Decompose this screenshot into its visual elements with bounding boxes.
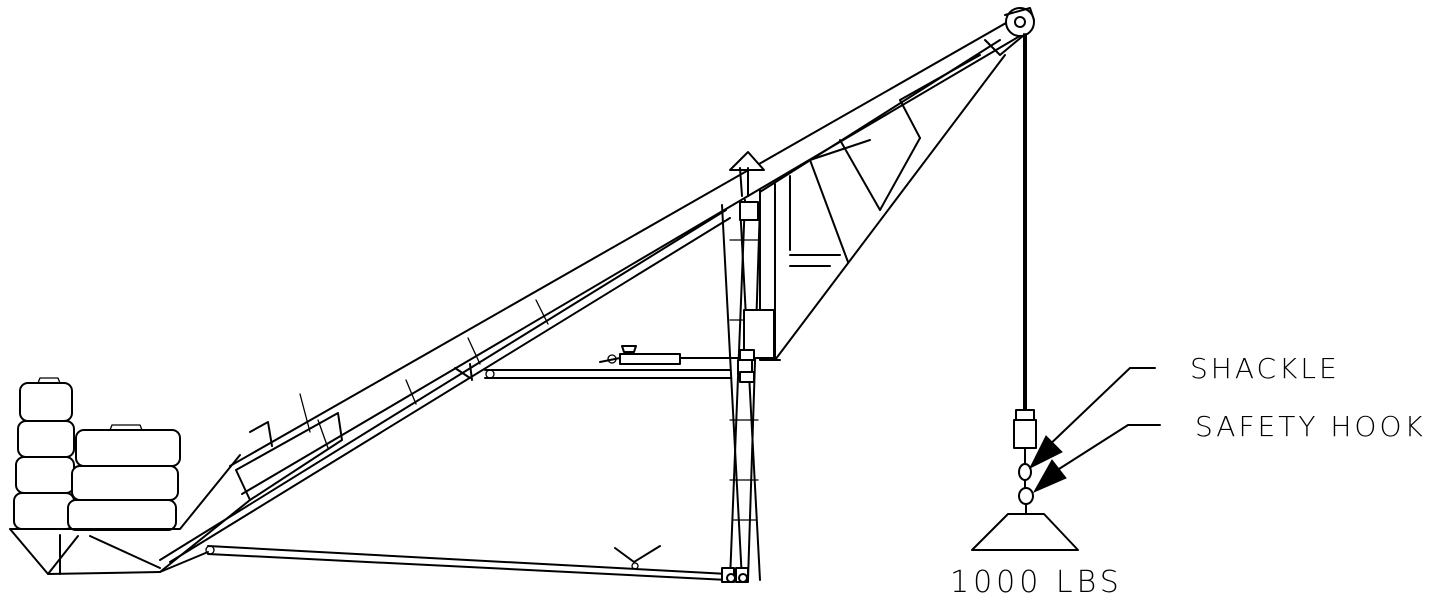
counterweight-stack <box>13 377 181 531</box>
safety-hook-ring <box>1018 487 1034 505</box>
hook-assembly <box>1013 409 1037 515</box>
upper-truss <box>759 29 1031 361</box>
pulley-sheave <box>1004 7 1035 37</box>
shackle-ring <box>1018 463 1032 481</box>
hoist-cable <box>1023 33 1027 411</box>
hydraulic-strut <box>454 345 755 383</box>
load-weight-label: 1000 LBS <box>950 565 1123 595</box>
safety-hook-label: SAFETY HOOK <box>1195 410 1426 443</box>
shackle-label: SHACKLE <box>1190 352 1340 385</box>
vertical-mast <box>721 151 775 583</box>
load-weight-block <box>971 513 1079 551</box>
safety-hook-callout <box>1032 424 1161 494</box>
shackle-callout <box>1028 367 1156 470</box>
main-boom <box>159 14 1031 563</box>
